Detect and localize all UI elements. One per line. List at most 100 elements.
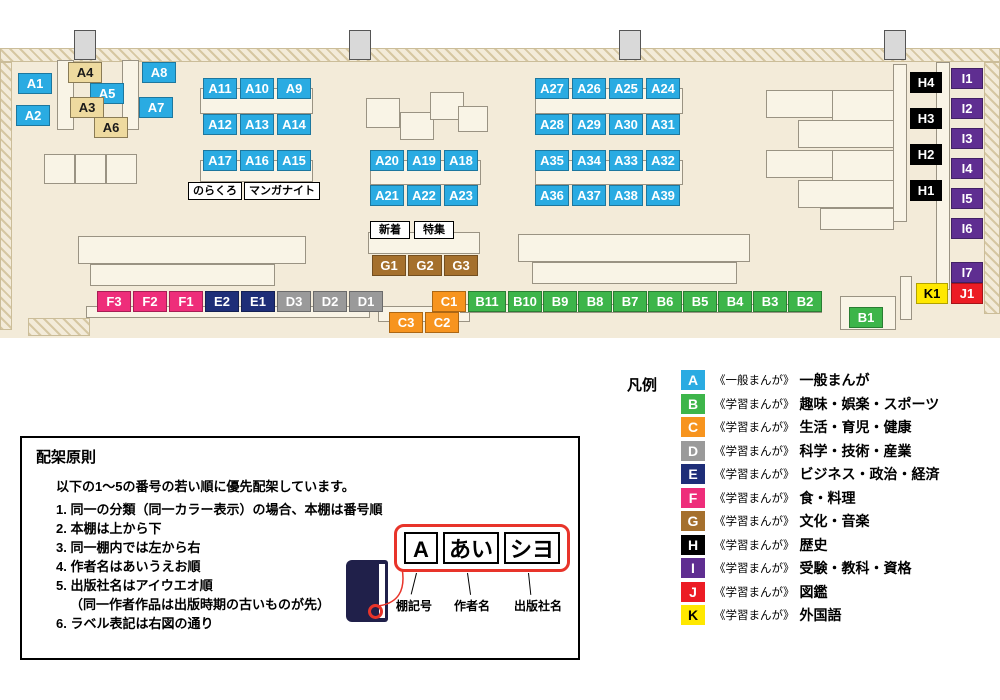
caption-shelf-code: 棚記号 [396,599,433,613]
shelf-block [893,64,907,222]
shelf-label-I7: I7 [951,262,983,283]
shelf-label-H2: H2 [910,144,942,165]
legend-item-I: I《学習まんが》受験・教科・資格 [681,558,997,578]
shelf-label-B2: B2 [788,291,822,312]
shelf-label-A10: A10 [240,78,274,99]
shelf-label-B5: B5 [683,291,717,312]
legend-item-H: H《学習まんが》歴史 [681,534,997,555]
shelf-label-A36: A36 [535,185,569,206]
shelf-label-A1: A1 [18,73,52,94]
shelf-label-A9: A9 [277,78,311,99]
shelf-label-B10: B10 [508,291,542,312]
caption-line [467,572,472,595]
shelf-block [400,112,434,140]
shelf-label-J1: J1 [951,283,983,304]
principles-box: 配架原則 以下の1〜5の番号の若い順に優先配架しています。 1. 同一の分類（同… [20,436,580,660]
legend-label: 文化・音楽 [799,513,870,529]
shelf-label-A26: A26 [572,78,606,99]
legend-label: 受験・教科・資格 [799,560,912,576]
legend-label: 歴史 [799,536,828,553]
legend-label: 科学・技術・産業 [799,442,912,459]
book-pages [379,564,385,618]
shelf-label-C2: C2 [425,312,459,333]
shelf-label-A6: A6 [94,117,128,138]
shelf-block [518,234,750,262]
legend-category: 《学習まんが》 [714,586,795,599]
legend-item-B: B《学習まんが》趣味・娯楽・スポーツ [681,393,997,414]
legend-item-D: D《学習まんが》科学・技術・産業 [681,440,997,461]
legend-label: 食・料理 [799,489,856,506]
map-text-label: 新着 [370,221,410,239]
caption-author: 作者名 [454,599,491,613]
label-example: A あい シヨ [394,524,570,572]
principles-line: 3. 同一棚内では左から右 [56,540,201,555]
shelf-label-I2: I2 [951,98,983,119]
wall-hatch [28,318,90,336]
wall-hatch [0,48,1000,62]
shelf-block [900,276,912,320]
legend-item-C: C《学習まんが》生活・育児・健康 [681,417,997,437]
legend-category: 《学習まんが》 [714,539,795,552]
legend-category: 《学習まんが》 [714,422,795,434]
shelf-label-A15: A15 [277,150,311,171]
shelf-block [366,98,400,128]
shelf-label-D2: D2 [313,291,347,312]
shelf-label-B4: B4 [718,291,752,312]
legend-swatch-K: K [681,605,705,625]
shelf-label-A20: A20 [370,150,404,171]
legend-label: 外国語 [799,607,842,623]
shelf-label-A8: A8 [142,62,176,83]
shelf-label-E1: E1 [241,291,275,312]
shelf-block [78,236,306,264]
legend-label: ビジネス・政治・経済 [799,466,940,482]
shelf-block [90,264,275,286]
legend-label: 図鑑 [799,583,828,600]
shelf-block [532,262,737,284]
pillar [884,30,906,60]
shelf-label-I3: I3 [951,128,983,149]
legend-item-J: J 《学習まんが》図鑑 [681,581,997,602]
shelf-label-A27: A27 [535,78,569,99]
legend-item-F: F《学習まんが》食・料理 [681,487,997,508]
shelf-label-H1: H1 [910,180,942,201]
legend-item-G: G《学習まんが》文化・音楽 [681,511,997,531]
shelf-label-A16: A16 [240,150,274,171]
caption-line [528,572,532,595]
shelf-label-C3: C3 [389,312,423,333]
legend-swatch-J: J [681,581,705,602]
shelf-label-A11: A11 [203,78,237,99]
shelf-label-B3: B3 [753,291,787,312]
shelf-label-F3: F3 [97,291,131,312]
shelf-label-C1: C1 [432,291,466,312]
legend-swatch-F: F [681,487,705,508]
shelf-label-A35: A35 [535,150,569,171]
legend-swatch-C: C [681,417,705,437]
shelf-label-K1: K1 [916,283,948,304]
map-text-label: のらくろ [188,182,242,200]
map-text-label: 特集 [414,221,454,239]
legend-item-K: K《学習まんが》外国語 [681,605,997,625]
shelf-label-A33: A33 [609,150,643,171]
principles-line: 6. ラベル表記は右図の通り [56,616,214,631]
shelf-label-A34: A34 [572,150,606,171]
shelf-block [44,154,75,184]
principles-line: （同一作者作品は出版時期の古いものが先） [70,597,331,612]
label-highlight-circle [368,604,383,619]
shelf-label-A3: A3 [70,97,104,118]
principles-intro: 以下の1〜5の番号の若い順に優先配架しています。 [56,479,355,494]
shelf-label-A12: A12 [203,114,237,135]
legend-category: 《一般まんが》 [714,375,795,387]
shelf-label-F2: F2 [133,291,167,312]
label-publisher: シヨ [504,532,560,564]
wall-hatch [984,62,1000,314]
shelf-label-I6: I6 [951,218,983,239]
shelf-label-A4: A4 [68,62,102,83]
shelf-label-A32: A32 [646,150,680,171]
shelf-label-A24: A24 [646,78,680,99]
shelf-block [820,208,894,230]
shelf-label-A23: A23 [444,185,478,206]
